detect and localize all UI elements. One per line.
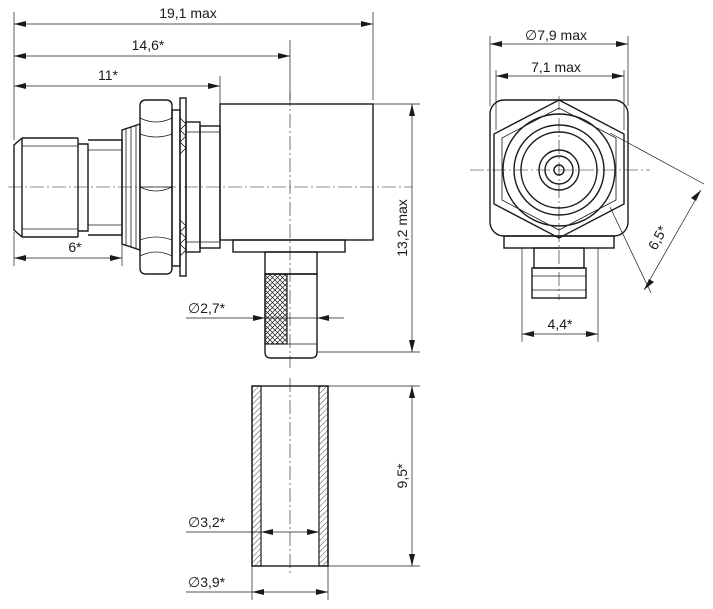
label-7-1-max: 7,1 max	[531, 59, 581, 75]
dim-phi-3-2: ∅3,2*	[186, 514, 319, 535]
label-13-2-max: 13,2 max	[394, 199, 410, 257]
ferrule-wall-left	[251, 385, 262, 567]
dim-4-4: 4,4*	[521, 248, 599, 342]
dim-6: 6*	[13, 232, 123, 266]
label-9-5: 9,5*	[394, 463, 410, 488]
dim-phi-2-7: ∅2,7*	[186, 300, 344, 321]
label-19-1-max: 19,1 max	[159, 5, 217, 21]
label-phi-3-9: ∅3,9*	[188, 574, 226, 590]
dim-19-1-max: 19,1 max	[13, 5, 374, 140]
label-phi-3-2: ∅3,2*	[188, 514, 226, 530]
dim-9-5: 9,5*	[328, 385, 420, 567]
dim-11: 11*	[14, 67, 221, 104]
dim-7-1-max: 7,1 max	[495, 59, 625, 130]
crimp-sleeve	[264, 273, 318, 359]
label-4-4: 4,4*	[548, 316, 573, 332]
ferrule-view: 9,5* ∅3,2* ∅3,9*	[186, 378, 420, 600]
dim-14-6: 14,6*	[14, 37, 291, 100]
side-view: 19,1 max 14,6* 11* 6*	[8, 5, 420, 368]
ferrule-wall-right	[318, 385, 329, 567]
label-phi-2-7: ∅2,7*	[188, 300, 226, 316]
plug-body	[13, 137, 123, 238]
right-angle-housing	[219, 103, 374, 275]
label-6-5: 6,5*	[645, 222, 671, 252]
dim-13-2-max: 13,2 max	[317, 103, 420, 353]
dim-phi-7-9-max: ∅7,9 max	[489, 27, 629, 106]
label-14-6: 14,6*	[132, 37, 165, 53]
label-phi-7-9-max: ∅7,9 max	[525, 27, 587, 43]
front-view: ∅7,9 max 7,1 max 6,5* 4,4*	[470, 27, 705, 342]
label-6: 6*	[68, 239, 82, 255]
dim-phi-3-9: ∅3,9*	[186, 566, 329, 600]
label-11: 11*	[98, 67, 119, 83]
